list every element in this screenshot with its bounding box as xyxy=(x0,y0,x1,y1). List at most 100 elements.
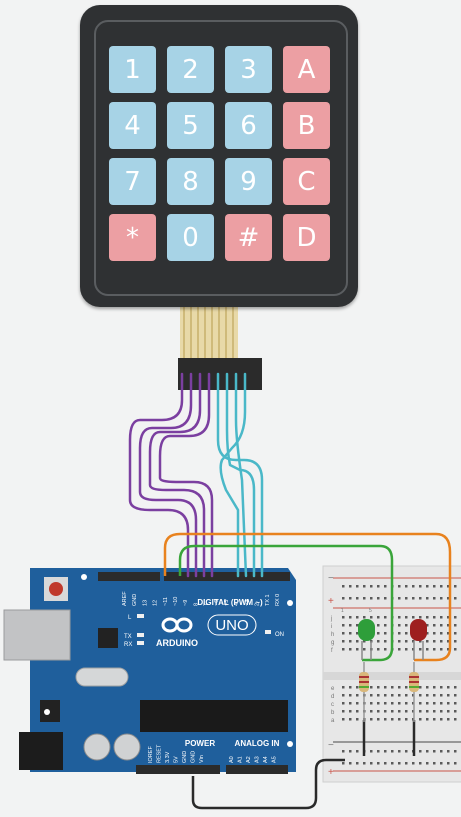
terminal-hole xyxy=(433,624,436,627)
key-*[interactable]: * xyxy=(109,214,156,261)
terminal-hole xyxy=(447,694,450,697)
wire-purple-3[interactable] xyxy=(148,372,206,578)
rail-hole xyxy=(447,762,450,765)
header-digital-left[interactable] xyxy=(98,572,160,581)
terminal-hole xyxy=(440,640,443,643)
rail-hole xyxy=(426,597,429,600)
wire-green[interactable] xyxy=(178,544,394,662)
terminal-hole xyxy=(384,648,387,651)
rail-hole xyxy=(342,597,345,600)
terminal-hole xyxy=(426,624,429,627)
terminal-hole xyxy=(370,702,373,705)
row-label: j xyxy=(330,616,332,622)
rail-minus-top: − xyxy=(328,573,334,584)
rail-hole xyxy=(370,762,373,765)
key-A[interactable]: A xyxy=(283,46,330,93)
terminal-hole xyxy=(370,718,373,721)
wire-cyan-2[interactable] xyxy=(225,372,256,578)
key-0[interactable]: 0 xyxy=(167,214,214,261)
terminal-hole xyxy=(426,718,429,721)
key-D[interactable]: D xyxy=(283,214,330,261)
terminal-hole xyxy=(433,616,436,619)
terminal-hole xyxy=(433,702,436,705)
resistor-2[interactable] xyxy=(409,662,419,722)
key-4[interactable]: 4 xyxy=(109,102,156,149)
terminal-hole xyxy=(370,616,373,619)
terminal-hole xyxy=(384,702,387,705)
terminal-hole xyxy=(349,632,352,635)
terminal-hole xyxy=(419,694,422,697)
terminal-hole xyxy=(398,718,401,721)
resistor-1-band-1 xyxy=(359,676,369,678)
terminal-hole xyxy=(447,632,450,635)
terminal-hole xyxy=(454,624,457,627)
rail-hole xyxy=(384,597,387,600)
terminal-hole xyxy=(447,640,450,643)
terminal-hole xyxy=(377,710,380,713)
resistor-1[interactable] xyxy=(359,662,369,722)
wire-cyan-4[interactable] xyxy=(219,372,247,578)
terminal-hole xyxy=(398,686,401,689)
key-2[interactable]: 2 xyxy=(167,46,214,93)
arduino-board[interactable]: UNO ARDUINO DIGITAL (PWM ~) POWER ANALOG… xyxy=(3,568,296,774)
rail-hole xyxy=(454,597,457,600)
reset-button[interactable] xyxy=(49,582,63,596)
rail-hole xyxy=(398,762,401,765)
key-5[interactable]: 5 xyxy=(167,102,214,149)
rail-hole xyxy=(447,597,450,600)
header-analog[interactable] xyxy=(226,765,288,774)
header-power[interactable] xyxy=(136,765,220,774)
key-7[interactable]: 7 xyxy=(109,158,156,205)
pin-label: GND xyxy=(191,751,197,763)
terminal-hole xyxy=(454,640,457,643)
wire-purple-1[interactable] xyxy=(128,372,190,578)
pin-label: ~3 xyxy=(244,600,250,606)
rail-hole xyxy=(363,585,366,588)
key-3[interactable]: 3 xyxy=(225,46,272,93)
terminal-hole xyxy=(454,648,457,651)
arduino-brand-label: ARDUINO xyxy=(156,638,198,648)
rail-hole xyxy=(454,750,457,753)
led-red[interactable] xyxy=(410,619,427,660)
pin-label: 8 xyxy=(193,603,199,606)
terminal-hole xyxy=(342,632,345,635)
key-6[interactable]: 6 xyxy=(225,102,272,149)
wire-ground[interactable] xyxy=(191,758,345,810)
header-digital-right[interactable] xyxy=(164,572,290,581)
terminal-hole xyxy=(391,710,394,713)
key-C[interactable]: C xyxy=(283,158,330,205)
resistor-2-band-1 xyxy=(409,676,419,678)
wire-purple-4[interactable] xyxy=(158,372,214,578)
led-green[interactable] xyxy=(358,619,375,660)
wire-cyan-3[interactable] xyxy=(234,372,248,578)
usb-connector[interactable] xyxy=(3,609,71,661)
key-B[interactable]: B xyxy=(283,102,330,149)
terminal-hole xyxy=(419,718,422,721)
terminal-hole xyxy=(356,616,359,619)
pin-label: GND xyxy=(132,594,138,606)
terminal-hole xyxy=(405,686,408,689)
terminal-hole xyxy=(398,694,401,697)
rail-hole xyxy=(377,762,380,765)
key-#[interactable]: # xyxy=(225,214,272,261)
resistor-2-band-3 xyxy=(409,686,419,688)
terminal-hole xyxy=(377,640,380,643)
power-jack[interactable] xyxy=(19,732,63,770)
key-8[interactable]: 8 xyxy=(167,158,214,205)
pin-label: ~10 xyxy=(173,597,179,606)
pin-label: RX 0 xyxy=(275,594,281,606)
rail-hole xyxy=(426,762,429,765)
key-9[interactable]: 9 xyxy=(225,158,272,205)
key-1[interactable]: 1 xyxy=(109,46,156,93)
wire-orange[interactable] xyxy=(163,532,452,662)
mount-hole-bl xyxy=(44,709,50,715)
wire-purple-2[interactable] xyxy=(138,372,198,578)
terminal-hole xyxy=(440,616,443,619)
rail-hole xyxy=(412,585,415,588)
rail-hole xyxy=(377,597,380,600)
infinity-logo-right xyxy=(175,617,193,633)
terminal-hole xyxy=(447,616,450,619)
